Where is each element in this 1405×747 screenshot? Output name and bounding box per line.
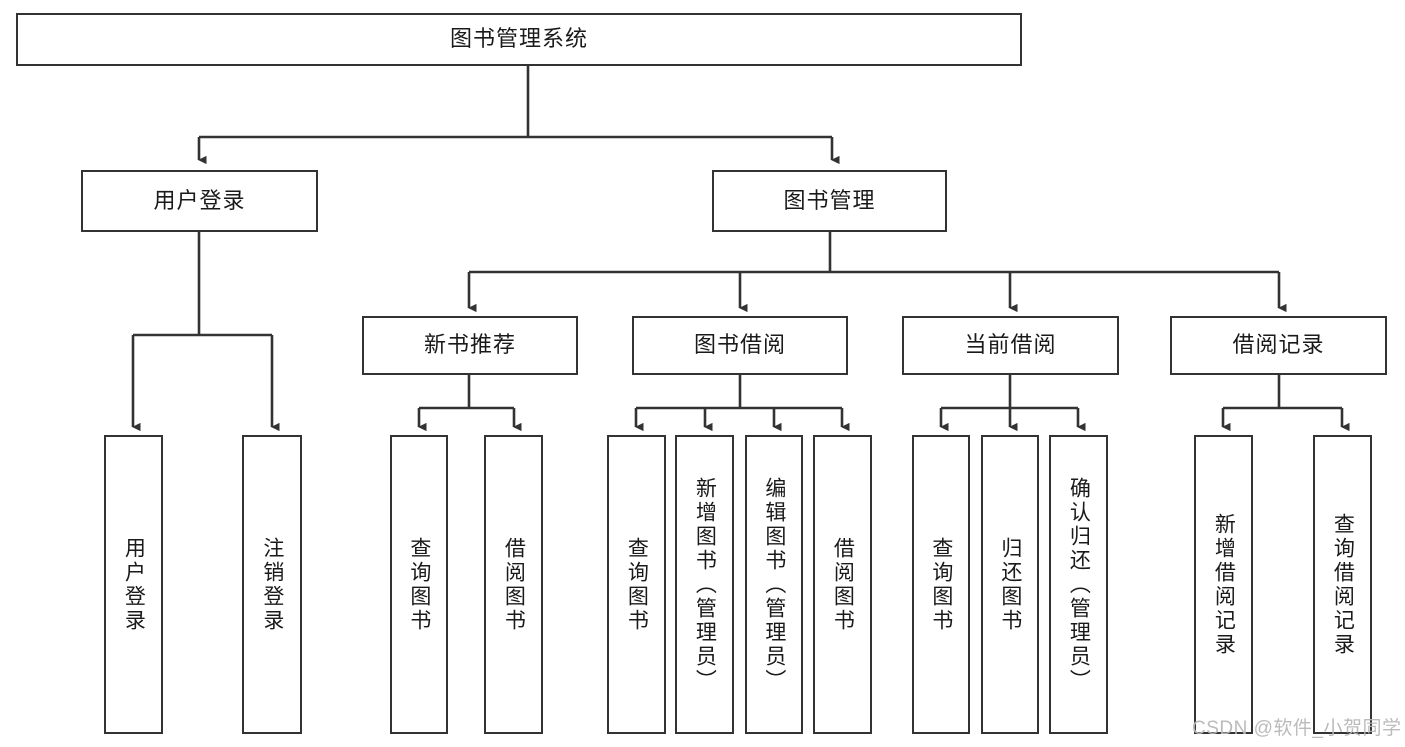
node-leaf-borrow-book-1[interactable]: 借阅图书: [484, 435, 543, 734]
node-user-login[interactable]: 用户登录: [81, 170, 318, 232]
node-leaf-return-book[interactable]: 归还图书: [981, 435, 1039, 734]
node-leaf-edit-book-label: 编辑图书（管理员）: [762, 476, 786, 693]
node-root-label: 图书管理系统: [449, 26, 588, 52]
node-leaf-borrow-book-1-label: 借阅图书: [502, 536, 526, 633]
node-leaf-user-login-label: 用户登录: [122, 536, 146, 633]
node-leaf-add-book[interactable]: 新增图书（管理员）: [675, 435, 734, 734]
node-root[interactable]: 图书管理系统: [16, 13, 1022, 66]
node-book-borrow[interactable]: 图书借阅: [632, 316, 848, 375]
node-leaf-add-book-label: 新增图书（管理员）: [693, 476, 717, 693]
node-leaf-edit-book[interactable]: 编辑图书（管理员）: [745, 435, 803, 734]
node-user-login-label: 用户登录: [153, 187, 246, 213]
node-current-borrow[interactable]: 当前借阅: [902, 316, 1119, 375]
node-leaf-query-book-2[interactable]: 查询图书: [607, 435, 666, 734]
node-current-borrow-label: 当前借阅: [964, 332, 1057, 358]
node-leaf-return-book-label: 归还图书: [998, 536, 1022, 633]
node-leaf-add-record[interactable]: 新增借阅记录: [1194, 435, 1253, 734]
node-leaf-query-record-label: 查询借阅记录: [1331, 512, 1355, 657]
csdn-watermark: CSDN @软件_小贺同学: [1192, 718, 1402, 739]
node-book-management-label: 图书管理: [783, 187, 876, 213]
node-leaf-add-record-label: 新增借阅记录: [1212, 512, 1236, 657]
node-leaf-confirm-return-label: 确认归还（管理员）: [1067, 476, 1091, 693]
node-borrow-records-label: 借阅记录: [1232, 332, 1325, 358]
node-leaf-query-book-2-label: 查询图书: [625, 536, 649, 633]
node-book-borrow-label: 图书借阅: [693, 332, 786, 358]
node-leaf-borrow-book-2[interactable]: 借阅图书: [813, 435, 872, 734]
node-leaf-query-book-1[interactable]: 查询图书: [390, 435, 448, 734]
node-leaf-borrow-book-2-label: 借阅图书: [831, 536, 855, 633]
node-leaf-user-logout-label: 注销登录: [260, 536, 284, 633]
node-book-management[interactable]: 图书管理: [712, 170, 947, 232]
node-new-book-recommend[interactable]: 新书推荐: [362, 316, 578, 375]
node-leaf-query-book-1-label: 查询图书: [407, 536, 431, 633]
node-new-book-recommend-label: 新书推荐: [423, 332, 516, 358]
node-borrow-records[interactable]: 借阅记录: [1170, 316, 1387, 375]
node-leaf-query-book-3-label: 查询图书: [929, 536, 953, 633]
node-leaf-query-record[interactable]: 查询借阅记录: [1313, 435, 1372, 734]
node-leaf-query-book-3[interactable]: 查询图书: [912, 435, 970, 734]
node-leaf-user-logout[interactable]: 注销登录: [242, 435, 302, 734]
node-leaf-user-login[interactable]: 用户登录: [104, 435, 163, 734]
node-leaf-confirm-return[interactable]: 确认归还（管理员）: [1049, 435, 1108, 734]
